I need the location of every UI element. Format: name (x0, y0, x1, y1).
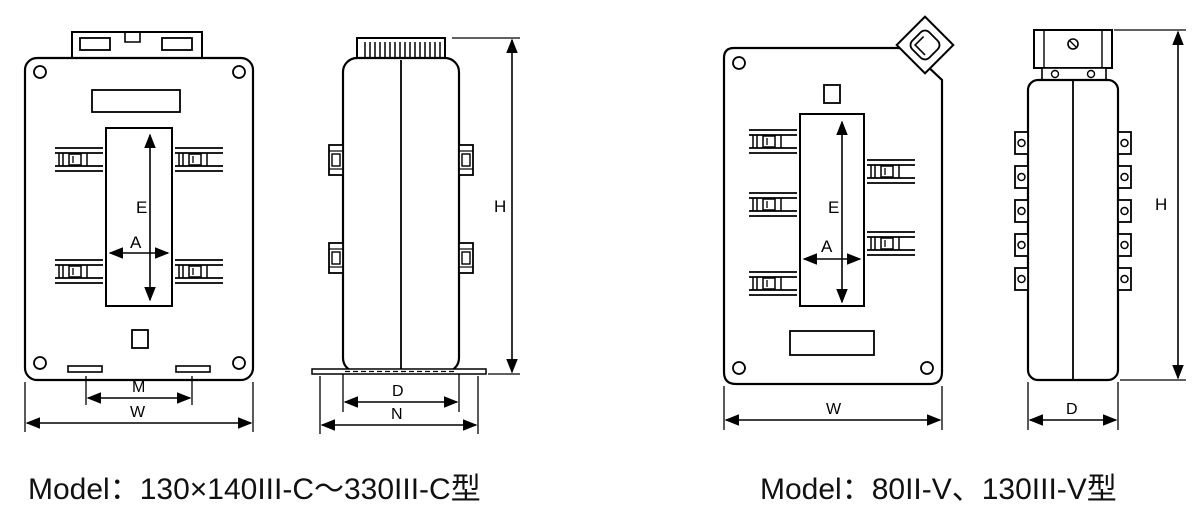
dim-label-h: H (494, 197, 506, 216)
dim-label-a-v: A (821, 237, 833, 256)
model-v-side-view: H D (1014, 29, 1186, 430)
dim-label-n: N (391, 406, 403, 423)
dim-label-h-v: H (1155, 195, 1167, 214)
dim-label-d-v: D (1066, 401, 1078, 418)
dim-label-m: M (132, 379, 145, 396)
model-c-front-view: E A M W (23, 31, 255, 432)
dim-label-w-v: W (826, 401, 842, 418)
dim-label-w: W (130, 404, 146, 421)
model-c-caption: Model：130×140III-C～330III-C型 (28, 473, 481, 506)
model-v-front-view: E A W (722, 15, 955, 430)
dim-label-e-v: E (828, 198, 839, 217)
dim-label-e: E (136, 198, 147, 217)
model-c-side-view: H D N (311, 37, 520, 434)
model-v-caption: Model：80II-V、130III-V型 (760, 473, 1117, 506)
dim-label-d: D (392, 383, 404, 400)
dim-label-a: A (130, 233, 142, 252)
